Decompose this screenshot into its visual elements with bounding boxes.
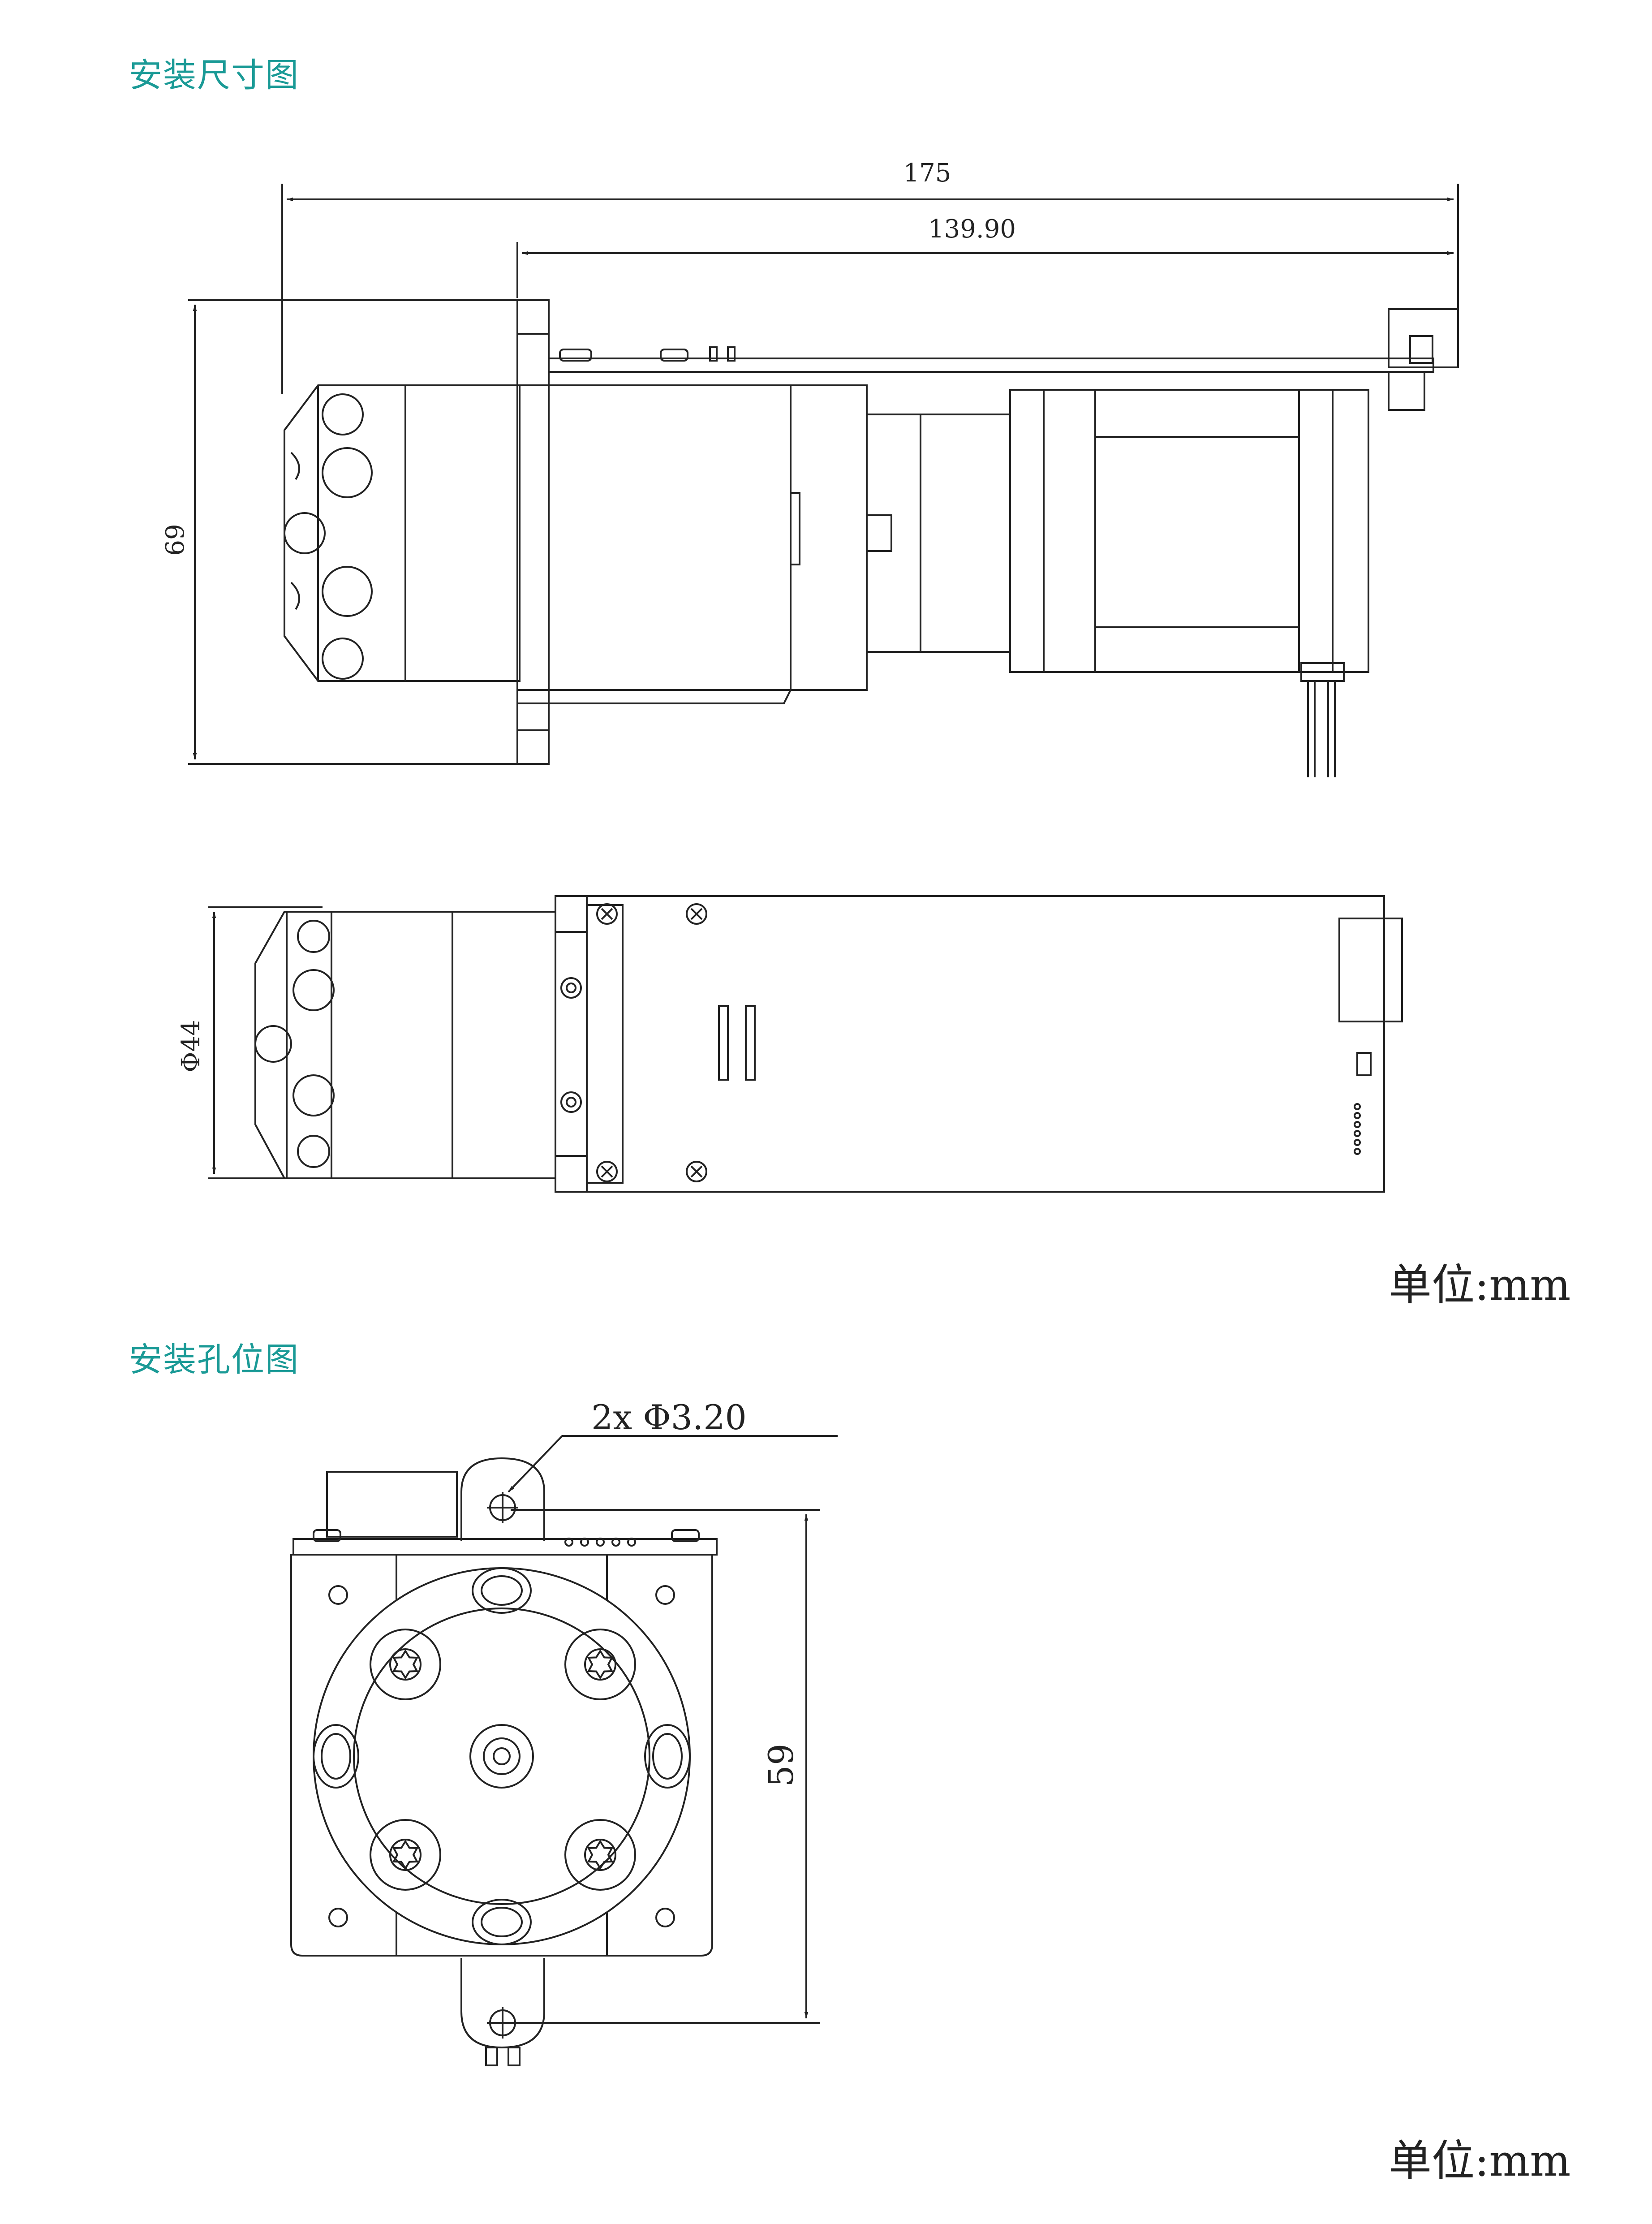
pump-body-top: [331, 911, 556, 1179]
side-view: [188, 184, 1459, 777]
port-left: [313, 1724, 359, 1789]
pcb-connector: [1338, 918, 1403, 1022]
flange-screw-1: [560, 977, 582, 999]
torx-screw-3: [370, 1819, 441, 1891]
port-top: [472, 1567, 532, 1614]
pump-outer-ring: [313, 1567, 691, 1945]
torx-screw-2: [564, 1629, 636, 1700]
flange-screw-2: [560, 1091, 582, 1113]
torx-screw-4: [564, 1819, 636, 1891]
torx-star-2: [587, 1649, 614, 1680]
gearbox-housing: [516, 384, 868, 691]
motor-mount-plate: [290, 1554, 713, 1957]
plate-hole-1: [328, 1585, 348, 1605]
pcb-screw-1: [596, 903, 618, 925]
dim-69-label: 69: [161, 524, 190, 556]
dim-59-label: 59: [761, 1744, 801, 1787]
dim-139-90-label: 139.90: [928, 215, 1016, 244]
mounting-hole-drawing-title: 安装孔位图: [129, 1340, 299, 1379]
connector-box: [1388, 308, 1459, 368]
port-right: [644, 1724, 691, 1789]
pcb-screw-4: [686, 1161, 707, 1182]
pump-port: [284, 512, 326, 554]
pump-body: [404, 384, 521, 682]
port-bottom: [472, 1899, 532, 1945]
front-connector: [326, 1471, 458, 1538]
stepper-motor: [1009, 389, 1369, 673]
torx-star-1: [392, 1649, 419, 1680]
pump-roller-2: [322, 447, 373, 498]
pcb-screw-3: [596, 1161, 618, 1182]
pump-head: [284, 384, 406, 682]
dimension-drawing-title: 安装尺寸图: [129, 56, 299, 95]
pump-inner-ring: [353, 1608, 650, 1905]
torx-screw-1: [370, 1629, 441, 1700]
plate-hole-2: [655, 1585, 675, 1605]
torx-star-3: [392, 1840, 419, 1870]
hole-spec-label: 2x Φ3.20: [591, 1397, 747, 1437]
pcb-pin-row: [1354, 1103, 1361, 1155]
front-pin-row: [564, 1538, 636, 1547]
unit-label-bottom: 单位:mm: [1389, 2136, 1571, 2186]
pcb-slot-2: [745, 1005, 756, 1081]
plate-hole-3: [328, 1908, 348, 1927]
pump-shaft-outer: [469, 1724, 534, 1789]
pump-roller-3: [322, 566, 373, 617]
pump-shaft: [493, 1747, 511, 1765]
top-mounting-tab: [460, 1457, 545, 1541]
front-pcb-strip: [293, 1538, 718, 1556]
plate-hole-4: [655, 1908, 675, 1927]
flange-plate: [516, 299, 550, 765]
torx-star-4: [587, 1840, 614, 1870]
flange-top: [555, 895, 588, 1193]
dim-diameter-label: Φ44: [176, 1020, 206, 1072]
pump-roller-1: [322, 393, 364, 435]
pcb-slot-1: [718, 1005, 729, 1081]
pcb-top: [586, 895, 1385, 1193]
dim-175-label: 175: [903, 159, 951, 188]
motor-tab: [866, 514, 892, 552]
front-view: [290, 1435, 838, 2066]
top-view: [208, 895, 1403, 1193]
pump-head-top: [254, 911, 332, 1179]
pcb-screw-2: [686, 903, 707, 925]
bottom-mounting-tab: [460, 1958, 545, 2049]
unit-label-top: 单位:mm: [1389, 1260, 1571, 1310]
pump-roller-4: [322, 638, 364, 680]
